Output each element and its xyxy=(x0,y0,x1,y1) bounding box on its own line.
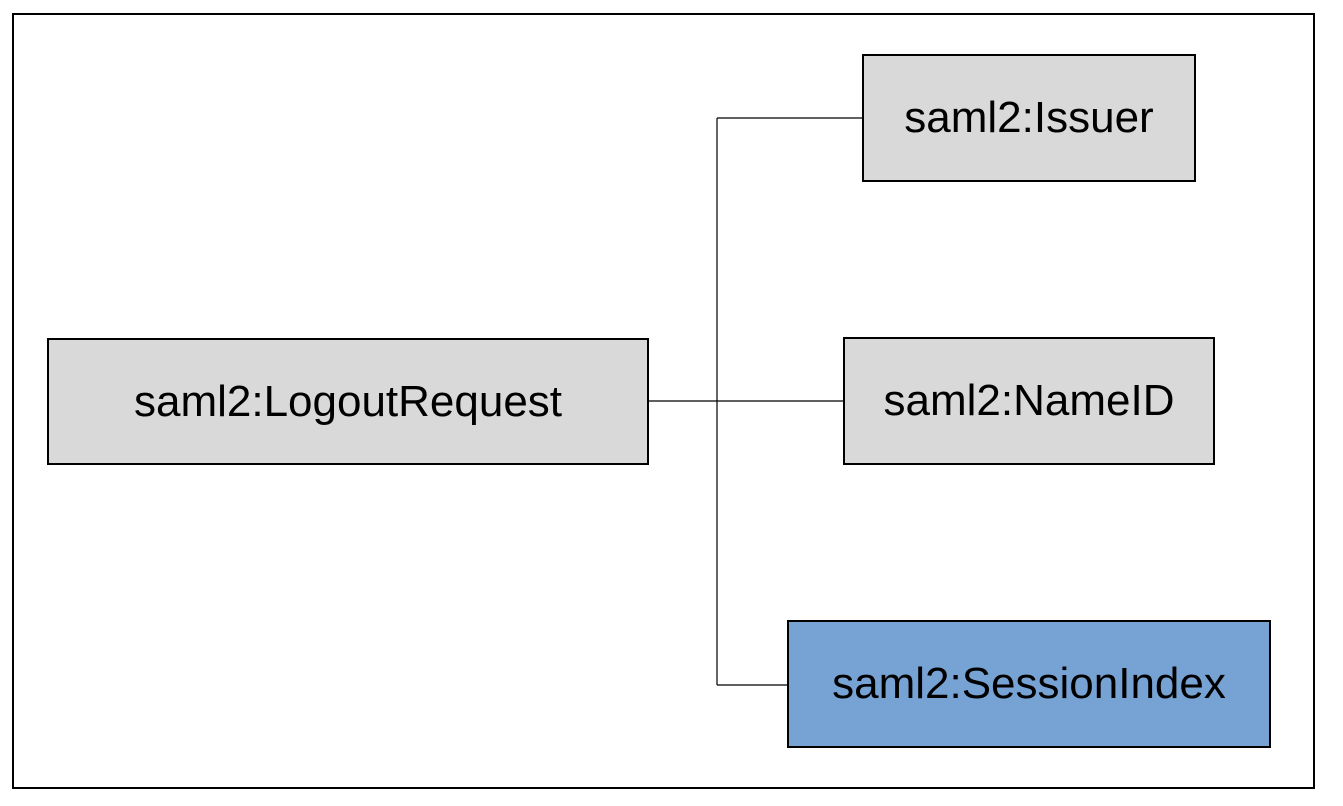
node-name-id-label: saml2:NameID xyxy=(883,376,1175,425)
node-issuer-label: saml2:Issuer xyxy=(904,93,1154,142)
node-session-index: saml2:SessionIndex xyxy=(787,620,1271,748)
node-logout-request-label: saml2:LogoutRequest xyxy=(133,376,563,426)
node-name-id: saml2:NameID xyxy=(843,337,1215,465)
node-logout-request: saml2:LogoutRequest xyxy=(47,338,649,465)
node-issuer: saml2:Issuer xyxy=(862,54,1196,182)
node-session-index-label: saml2:SessionIndex xyxy=(832,659,1226,708)
